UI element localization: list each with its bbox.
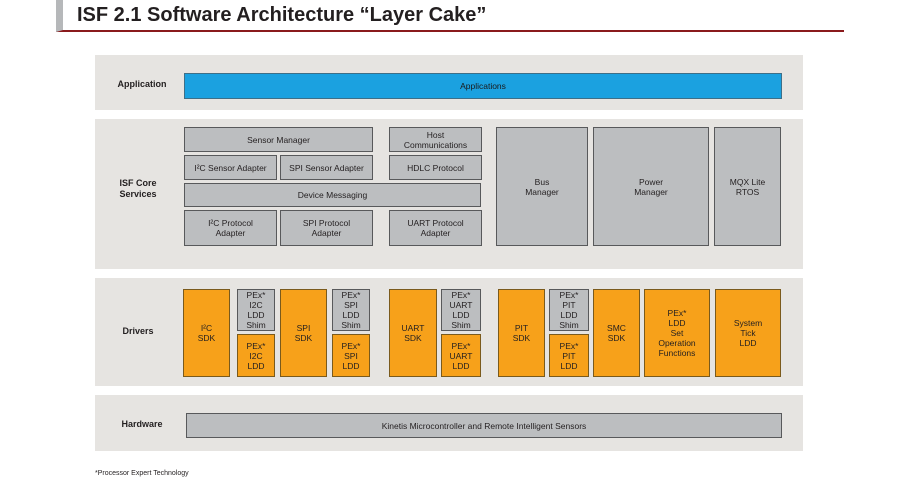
layer-isf-core-services: ISF Core Services Sensor Manager I²C Sen… [95, 119, 803, 269]
system-tick-ldd-box: System Tick LDD [715, 289, 781, 377]
spi-sensor-adapter-box: SPI Sensor Adapter [280, 155, 373, 180]
hdlc-protocol-box: HDLC Protocol [389, 155, 482, 180]
uart-protocol-adapter-box: UART Protocol Adapter [389, 210, 482, 246]
page-title: ISF 2.1 Software Architecture “Layer Cak… [77, 4, 487, 26]
pex-i2c-ldd-box: PEx* I2C LDD [237, 334, 275, 377]
pex-uart-ldd-box: PEx* UART LDD [441, 334, 481, 377]
device-messaging-box: Device Messaging [184, 183, 481, 207]
spi-protocol-adapter-box: SPI Protocol Adapter [280, 210, 373, 246]
pit-sdk-box: PIT SDK [498, 289, 545, 377]
layer-drivers: Drivers I²C SDK PEx* I2C LDD Shim PEx* I… [95, 278, 803, 386]
pex-pit-ldd-box: PEx* PIT LDD [549, 334, 589, 377]
mqx-lite-rtos-box: MQX Lite RTOS [714, 127, 781, 246]
i2c-protocol-adapter-box: I²C Protocol Adapter [184, 210, 277, 246]
pex-pit-ldd-shim-box: PEx* PIT LDD Shim [549, 289, 589, 331]
uart-sdk-box: UART SDK [389, 289, 437, 377]
bus-manager-box: Bus Manager [496, 127, 588, 246]
pex-ldd-set-operation-functions-box: PEx* LDD Set Operation Functions [644, 289, 710, 377]
sensor-manager-box: Sensor Manager [184, 127, 373, 152]
smc-sdk-box: SMC SDK [593, 289, 640, 377]
layer-application: Application Applications [95, 55, 803, 110]
spi-sdk-box: SPI SDK [280, 289, 327, 377]
pex-spi-ldd-shim-box: PEx* SPI LDD Shim [332, 289, 370, 331]
layer-label-drivers: Drivers [122, 326, 154, 336]
layer-label-hardware: Hardware [121, 419, 163, 429]
pex-i2c-ldd-shim-box: PEx* I2C LDD Shim [237, 289, 275, 331]
layer-label-application: Application [117, 79, 167, 89]
layer-label-isf-core-services: ISF Core Services [119, 178, 157, 199]
kinetis-box: Kinetis Microcontroller and Remote Intel… [186, 413, 782, 438]
i2c-sensor-adapter-box: I²C Sensor Adapter [184, 155, 277, 180]
title-bar: ISF 2.1 Software Architecture “Layer Cak… [56, 0, 844, 32]
host-communications-box: Host Communications [389, 127, 482, 152]
pex-spi-ldd-box: PEx* SPI LDD [332, 334, 370, 377]
power-manager-box: Power Manager [593, 127, 709, 246]
i2c-sdk-box: I²C SDK [183, 289, 230, 377]
layer-hardware: Hardware Kinetis Microcontroller and Rem… [95, 395, 803, 451]
footnote: *Processor Expert Technology [95, 470, 189, 477]
pex-uart-ldd-shim-box: PEx* UART LDD Shim [441, 289, 481, 331]
applications-box: Applications [184, 73, 782, 99]
